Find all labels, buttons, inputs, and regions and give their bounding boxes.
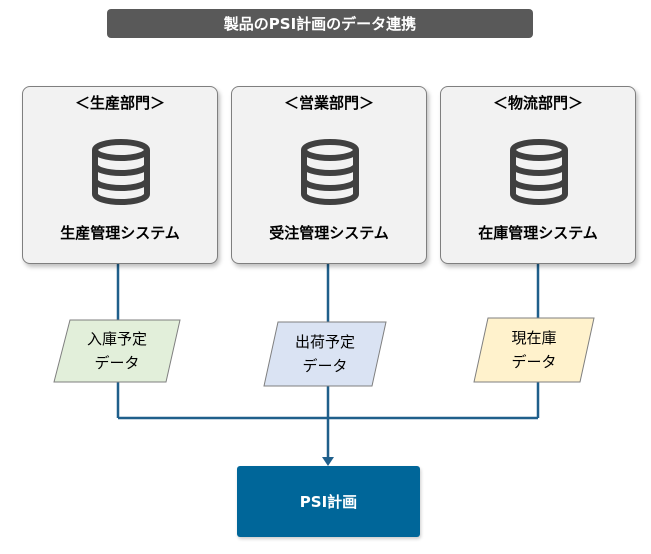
data-incoming-line2: データ xyxy=(94,354,140,372)
data-shape-shipping xyxy=(263,321,387,387)
dept-sales-box: ＜営業部門＞ 受注管理システム xyxy=(231,86,427,264)
system-production: 生産管理システム xyxy=(60,224,180,242)
database-icon xyxy=(92,139,150,205)
data-stock: 現在庫 データ xyxy=(484,320,584,380)
dept-sales-title: ＜営業部門＞ xyxy=(283,94,374,112)
data-shipping-line1: 出荷予定 xyxy=(294,333,355,351)
psi-plan-box: PSI計画 xyxy=(237,466,420,537)
psi-plan-label: PSI計画 xyxy=(299,493,358,511)
dept-logistics-box: ＜物流部門＞ 在庫管理システム xyxy=(440,86,636,264)
arrowhead xyxy=(322,457,334,466)
system-sales: 受注管理システム xyxy=(269,224,389,242)
data-stock-line2: データ xyxy=(511,353,557,371)
database-icon xyxy=(510,139,568,205)
data-stock-line1: 現在庫 xyxy=(511,329,557,347)
data-shape-stock xyxy=(473,317,595,383)
dept-logistics-title: ＜物流部門＞ xyxy=(492,94,583,112)
data-shipping-line2: データ xyxy=(302,357,348,375)
dept-production-title: ＜生産部門＞ xyxy=(74,94,165,112)
database-icon xyxy=(301,139,359,205)
dept-production-box: ＜生産部門＞ 生産管理システム xyxy=(22,86,218,264)
data-incoming: 入庫予定 データ xyxy=(67,321,167,381)
system-logistics: 在庫管理システム xyxy=(478,224,598,242)
data-shape-incoming xyxy=(53,319,181,383)
data-shipping: 出荷予定 データ xyxy=(275,324,375,384)
diagram-title: 製品のPSI計画のデータ連携 xyxy=(107,9,533,38)
data-incoming-line1: 入庫予定 xyxy=(86,330,147,348)
